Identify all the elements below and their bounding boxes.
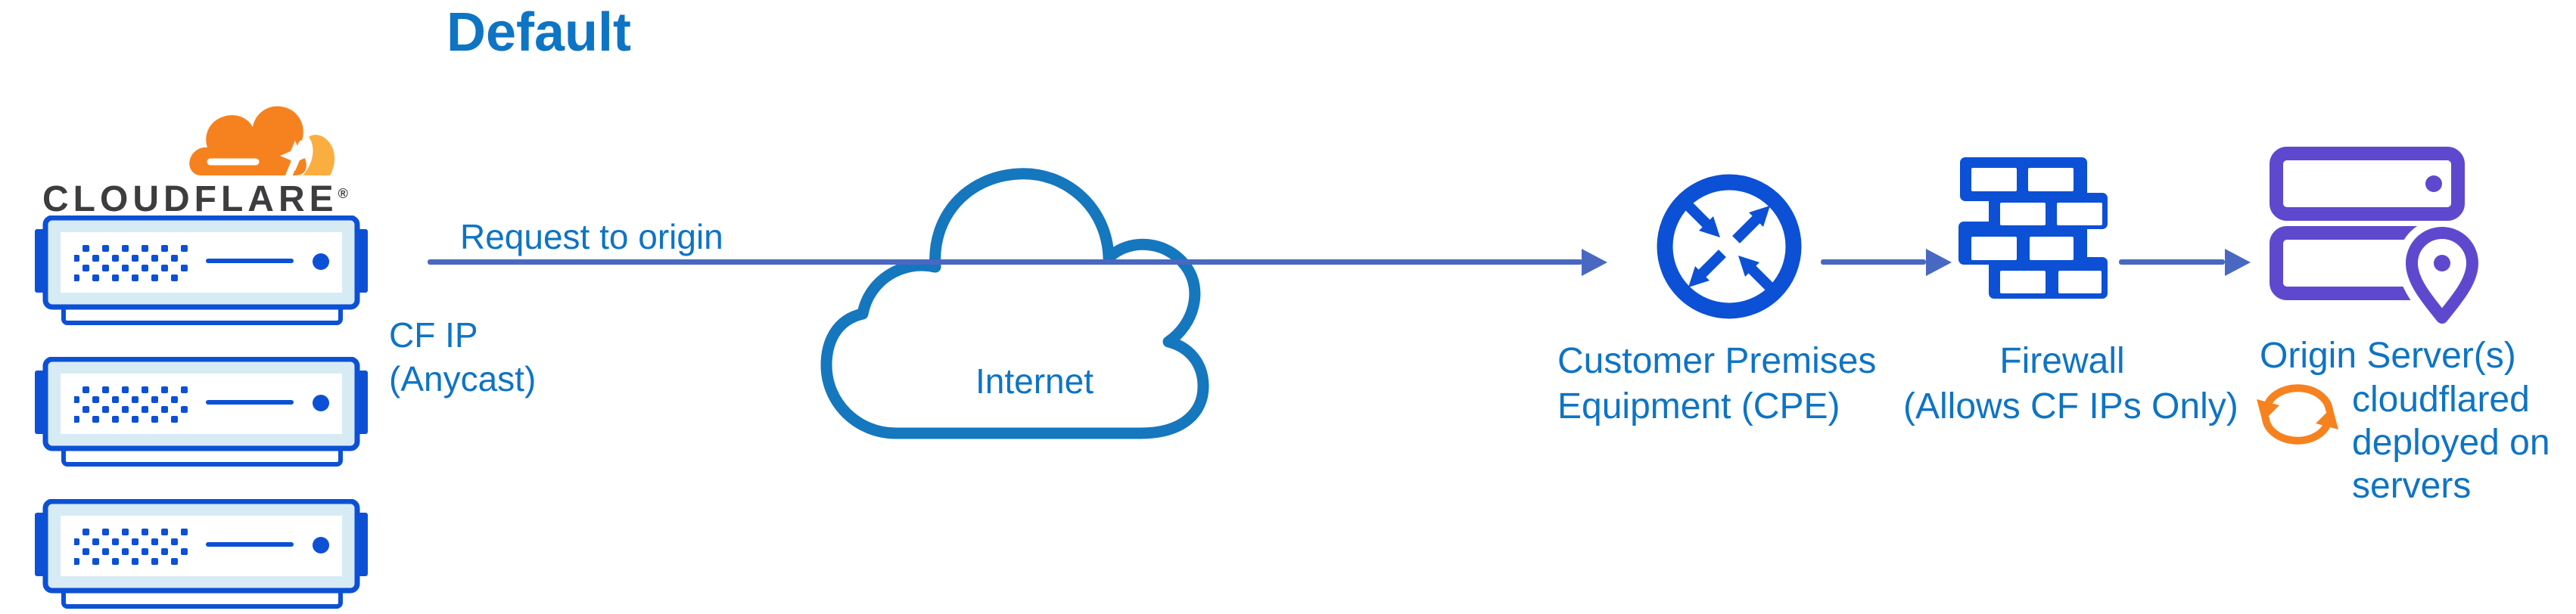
cloudflared-note: cloudflared deployed on servers	[2352, 378, 2550, 507]
request-connector-line	[428, 259, 1582, 265]
request-connector-arrowhead-icon	[1582, 249, 1607, 276]
cpe-to-firewall-line	[1821, 259, 1926, 265]
cpe-label: Customer Premises Equipment (CPE)	[1557, 339, 1876, 429]
origin-servers-label: Origin Server(s)	[2260, 336, 2516, 376]
cpe-router-icon	[1657, 174, 1802, 319]
origin-server-top-icon	[2270, 147, 2465, 221]
cloudflare-logo: CLOUDFLARE®	[42, 101, 348, 219]
cf-ip-anycast-label: CF IP (Anycast)	[389, 313, 536, 401]
anycast-line: (Anycast)	[389, 359, 537, 398]
registered-trademark: ®	[338, 186, 348, 201]
cloudflare-cloud-icon	[189, 106, 335, 181]
cloudflared-sync-icon	[2257, 384, 2338, 445]
firewall-to-origin-line	[2119, 259, 2225, 265]
firewall-label: Firewall (Allows CF IPs Only)	[1903, 339, 2238, 429]
cf-ip-line: CF IP	[389, 315, 478, 355]
cloudflare-server-icon	[33, 357, 369, 470]
firewall-label-line2: (Allows CF IPs Only)	[1903, 386, 2238, 426]
internet-label: Internet	[975, 361, 1094, 401]
cloudflare-wordmark-text: CLOUDFLARE	[42, 179, 338, 219]
cloudflared-note-line1: cloudflared	[2352, 380, 2530, 420]
origin-server-bottom-icon	[2270, 225, 2487, 327]
cloudflare-server-icon	[33, 216, 369, 329]
cloudflared-note-line2: deployed on	[2352, 423, 2550, 463]
firewall-label-line1: Firewall	[1999, 341, 2125, 381]
location-pin-dot-icon	[2434, 255, 2450, 271]
cloudflare-server-icon	[33, 499, 369, 612]
cpe-to-firewall-arrowhead-icon	[1926, 249, 1952, 276]
cpe-label-line2: Equipment (CPE)	[1557, 386, 1840, 426]
internet-cloud-icon	[820, 168, 1209, 439]
cloudflare-wordmark: CLOUDFLARE®	[42, 178, 348, 220]
diagram-title: Default	[446, 2, 632, 63]
request-to-origin-label: Request to origin	[460, 217, 723, 256]
firewall-icon	[1958, 157, 2108, 299]
cpe-label-line1: Customer Premises	[1557, 341, 1877, 381]
firewall-to-origin-arrowhead-icon	[2225, 249, 2251, 276]
cloudflared-note-line3: servers	[2352, 466, 2472, 506]
